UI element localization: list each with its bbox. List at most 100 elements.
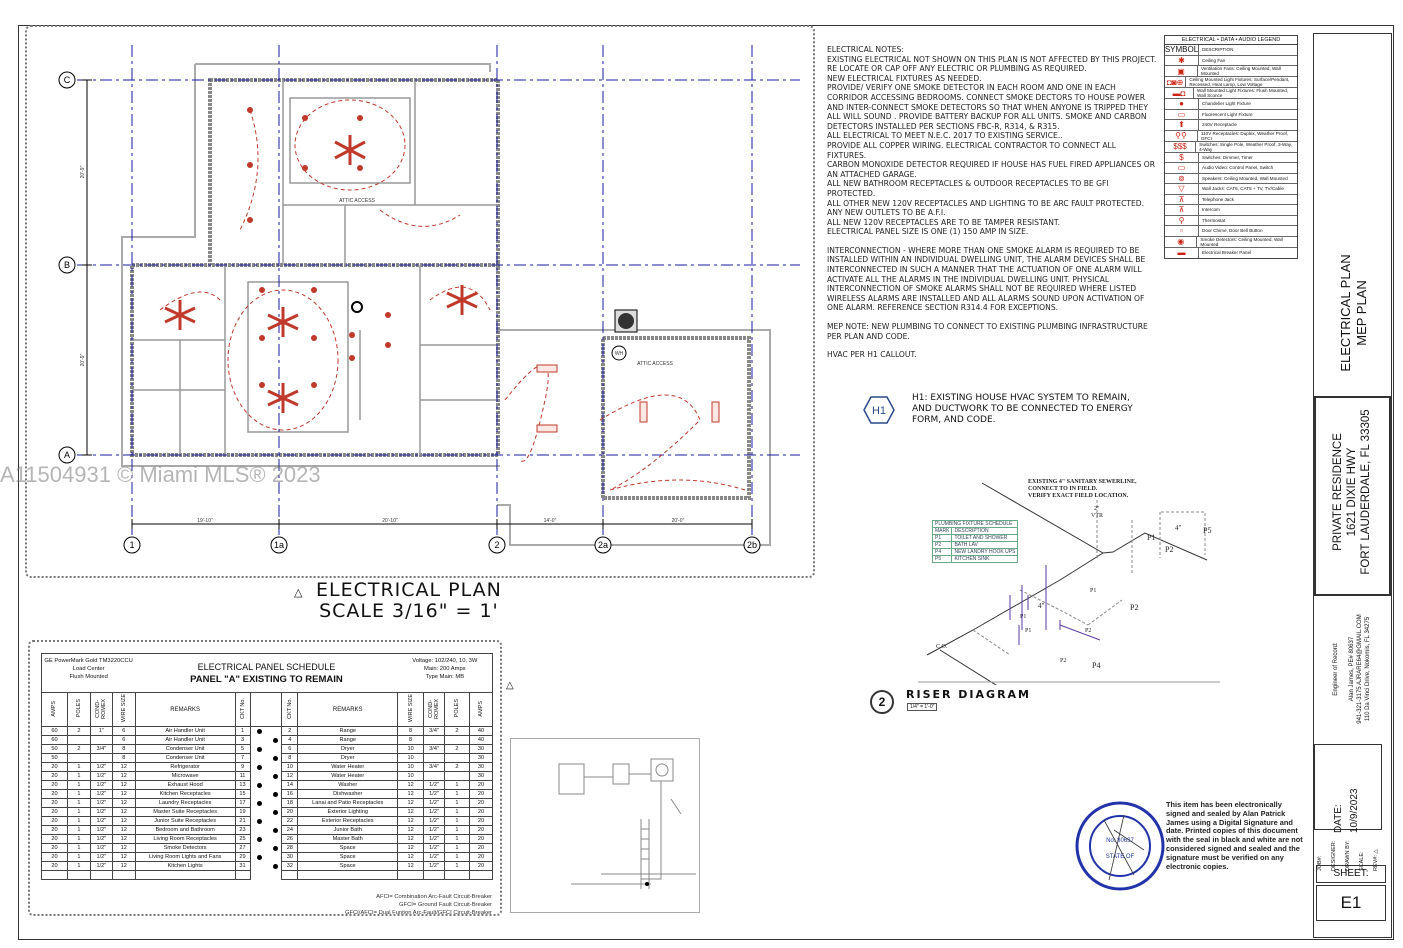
- panel-cell: 1/2": [89, 825, 113, 835]
- panel-cell: 1: [444, 834, 470, 844]
- panel-cell: 19: [234, 807, 251, 817]
- panel-cell: [444, 870, 470, 880]
- panel-cell: 27: [234, 843, 251, 853]
- panel-cell: 12: [281, 771, 299, 781]
- panel-cell: 12: [397, 852, 425, 862]
- panel-cell: 12: [111, 780, 136, 790]
- date-group: DATE: 10/9/2023: [1331, 747, 1363, 834]
- panel-cell: Laundry Receptacles: [134, 798, 236, 808]
- engineer-contact: 941-321-3175 AJRARE64@GMAIL.COM: [1357, 614, 1363, 724]
- panel-cell: Space: [297, 861, 399, 871]
- h1-tag: H1: [872, 405, 886, 417]
- legend-row: ⊼Intercom: [1165, 205, 1297, 216]
- revision-triangle-icon: △: [294, 587, 303, 599]
- panel-cell: 50: [41, 744, 68, 754]
- riser-callout: CONNECT TO IN FIELD.: [1028, 486, 1098, 492]
- riser-label-p5: P5: [1203, 526, 1211, 535]
- panel-column-header: COND-ROMEX: [89, 692, 113, 727]
- panel-cell: 1/2": [89, 816, 113, 826]
- grid-bubbles: [58, 71, 761, 554]
- panel-cell: 12: [111, 816, 136, 826]
- panel-column-header-text: CKT No.: [286, 698, 293, 719]
- panel-cell: 12: [397, 789, 425, 799]
- note: EXISTING ELECTRICAL NOT SHOWN ON THIS PL…: [827, 54, 1157, 64]
- panel-cell: 50: [41, 753, 68, 763]
- ceiling-fan-icons: [164, 135, 478, 413]
- svg-text:STATE OF: STATE OF: [1106, 854, 1135, 860]
- panel-cell: 2: [66, 726, 91, 736]
- panel-cell: 3: [234, 735, 251, 745]
- riser-label-p1: P1: [1025, 628, 1031, 634]
- panel-cell: Exhaust Hood: [134, 780, 236, 790]
- legend-row: ⚲Thermostat: [1165, 215, 1297, 226]
- vtr-label: VTR: [1091, 513, 1103, 519]
- panel-cell: 12: [111, 852, 136, 862]
- legend-row: ●Chandelier Light Fixture: [1165, 99, 1297, 110]
- panel-cell: 1/2": [423, 852, 446, 862]
- svg-text:No. 80637: No. 80637: [1106, 838, 1134, 844]
- legend-row: ◉Smoke Detectors: Ceiling Mounted, Wall …: [1165, 236, 1297, 248]
- panel-cell: 16: [281, 789, 299, 799]
- panel-cell: Washer: [297, 780, 399, 790]
- date-value: 10/9/2023: [1349, 788, 1360, 834]
- panel-cell: 12: [397, 816, 425, 826]
- fixture-mark: P4: [931, 548, 953, 556]
- bus-bar: [249, 762, 283, 772]
- panel-cell: Master Bath: [297, 834, 399, 844]
- panel-cell: [89, 735, 113, 745]
- panel-cell: [397, 870, 425, 880]
- panel-cell: 10: [281, 762, 299, 772]
- legend-row: ▫Door Chime, Door Bell Button: [1165, 226, 1297, 237]
- panel-column-header: POLES: [66, 692, 91, 727]
- panel-cell: 8: [397, 735, 425, 745]
- panel-type-main: Type Main: MB: [425, 674, 465, 680]
- panel-cell: 12: [397, 825, 425, 835]
- panel-cell: 1: [66, 816, 91, 826]
- grid-label-2: 2: [494, 540, 499, 550]
- breaker-dot: [256, 800, 262, 806]
- panel-cell: 12: [397, 780, 425, 790]
- panel-schedule-frame: [28, 640, 502, 916]
- panel-cell: 40: [468, 735, 494, 745]
- note: ALL ELECTRICAL TO MEET N.E.C. 2017 TO EX…: [827, 131, 1063, 141]
- panel-cell: 1: [444, 825, 470, 835]
- legend-row: ▭Audio Video: Control Panel, Switch: [1165, 163, 1297, 174]
- panel-cell: Condenser Unit: [134, 744, 236, 754]
- panel-cell: 20: [468, 861, 494, 871]
- panel-cell: 23: [234, 825, 251, 835]
- panel-voltage: Voltage: 102/240, 10, 3W: [412, 658, 478, 664]
- panel-cell: 1/2": [423, 825, 446, 835]
- legend-symbol-icon: $: [1165, 152, 1199, 162]
- panel-cell: Master Suite Receptacles: [134, 807, 236, 817]
- bus-bar: [249, 735, 283, 745]
- panel-cell: 20: [468, 852, 494, 862]
- breaker-dot: [256, 729, 262, 734]
- panel-cell: [234, 870, 251, 880]
- panel-cell: 1/2": [89, 789, 113, 799]
- panel-column-header-text: POLES: [75, 699, 82, 718]
- panel-mounting: Flush Mounted: [69, 674, 108, 680]
- sheet-label: SHEET:: [1316, 865, 1386, 883]
- panel-cell: 12: [111, 843, 136, 853]
- riser-diagram: EXISTING 4" SANITARY SEWERLINE, CONNECT …: [918, 479, 1220, 685]
- bus-bar: [249, 807, 283, 817]
- panel-cell: [423, 870, 446, 880]
- panel-cell: 20: [41, 843, 68, 853]
- riser-label-p1: P1: [1090, 588, 1096, 594]
- panel-cell: 12: [111, 834, 136, 844]
- panel-cell: 10: [397, 753, 425, 763]
- project-box: [1314, 396, 1391, 596]
- date-box: [1314, 744, 1382, 830]
- breaker-dot: [256, 782, 262, 788]
- panel-subtitle: PANEL "A" EXISTING TO REMAIN: [190, 673, 343, 685]
- panel-cell: 1: [444, 780, 470, 790]
- plan-scale: SCALE 3/16" = 1': [319, 600, 499, 622]
- panel-title-cell: ELECTRICAL PANEL SCHEDULE PANEL "A" EXIS…: [135, 653, 398, 693]
